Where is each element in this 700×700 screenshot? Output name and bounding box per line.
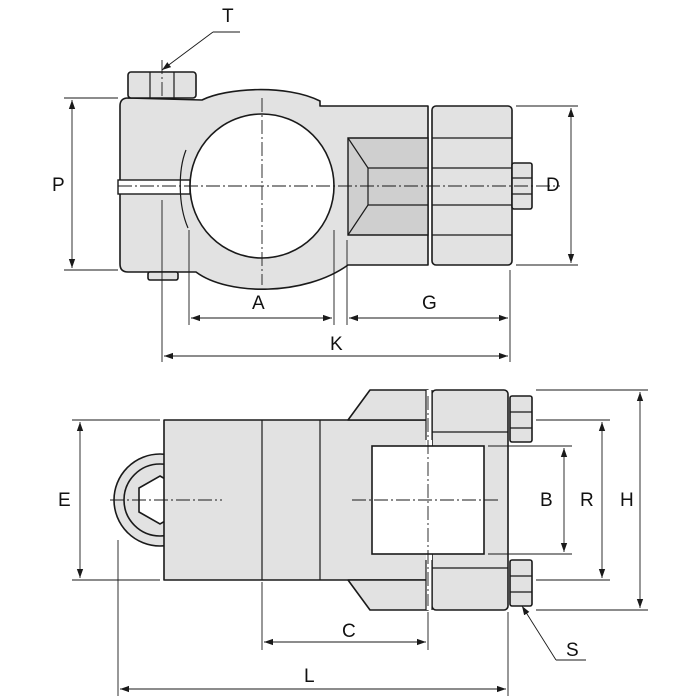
collar-segment bbox=[431, 105, 513, 266]
bottom-view bbox=[110, 389, 533, 611]
label-G: G bbox=[422, 293, 437, 314]
label-K: K bbox=[330, 334, 343, 355]
label-P: P bbox=[52, 175, 65, 196]
label-E: E bbox=[58, 490, 71, 511]
label-R: R bbox=[580, 490, 594, 511]
bottom-view-dimensions bbox=[72, 389, 648, 696]
label-A: A bbox=[252, 293, 265, 314]
top-view bbox=[117, 60, 560, 290]
screw-tip-bottom bbox=[147, 271, 179, 281]
label-H: H bbox=[620, 490, 634, 511]
top-view-dimensions bbox=[64, 31, 578, 362]
chamfer-bottom bbox=[347, 579, 429, 611]
label-L: L bbox=[304, 666, 315, 687]
body-bottom bbox=[163, 419, 429, 581]
clamp-slot bbox=[117, 179, 191, 195]
bolt-top bbox=[509, 395, 533, 443]
label-S: S bbox=[566, 640, 579, 661]
ring-edge bbox=[179, 149, 189, 229]
label-D: D bbox=[546, 175, 560, 196]
bolt-bottom bbox=[509, 559, 533, 607]
label-C: C bbox=[342, 621, 356, 642]
dimension-labels: T P D A G K E B R H C S L bbox=[52, 6, 634, 687]
chamfer-top bbox=[347, 389, 429, 421]
label-T: T bbox=[222, 6, 234, 27]
wedge-socket bbox=[347, 137, 429, 236]
label-B: B bbox=[540, 490, 553, 511]
